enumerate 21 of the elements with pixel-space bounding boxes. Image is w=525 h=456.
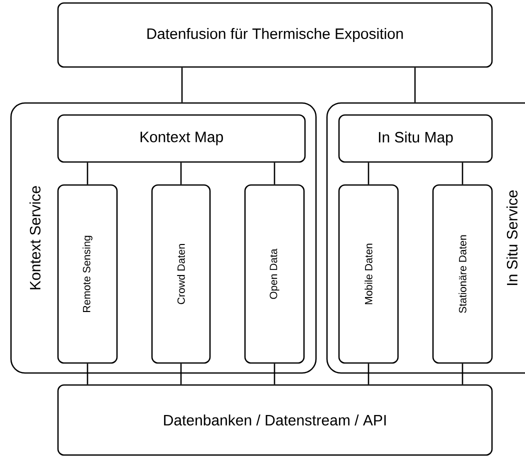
process-box: Datenfusion für Thermische Exposition xyxy=(57,2,493,68)
data-source-box: Crowd Daten xyxy=(151,184,211,364)
connector-line xyxy=(180,162,182,184)
map-box: Kontext Map xyxy=(57,114,306,163)
connector-line xyxy=(462,364,464,384)
data-source-box: Mobile Daten xyxy=(338,184,399,364)
connector-line xyxy=(368,162,370,184)
connector-line xyxy=(462,162,464,184)
connector-line xyxy=(274,364,276,384)
map-box: In Situ Map xyxy=(338,114,493,163)
data-source-box: Stationäre Daten xyxy=(432,184,493,364)
data-source-box: Remote Sensing xyxy=(57,184,118,364)
connector-line xyxy=(414,68,416,102)
connector-line xyxy=(181,68,183,102)
data-source-box: Open Data xyxy=(244,184,305,364)
connector-line xyxy=(180,364,182,384)
process-box: Datenbanken / Datenstream / API xyxy=(57,384,493,456)
connector-line xyxy=(368,364,370,384)
connector-line xyxy=(274,162,276,184)
connector-line xyxy=(86,162,88,184)
connector-line xyxy=(86,364,88,384)
